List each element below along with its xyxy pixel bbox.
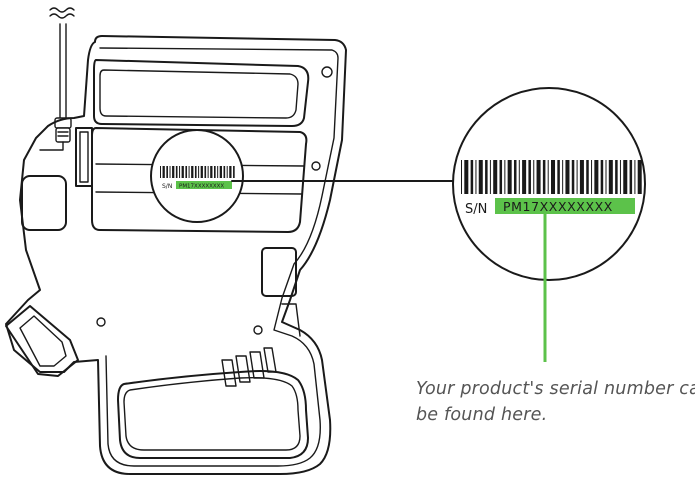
barcode-bar bbox=[191, 166, 194, 178]
barcode-bar bbox=[226, 166, 228, 178]
barcode-bar bbox=[160, 166, 161, 178]
barcode-bar bbox=[579, 160, 584, 194]
caption: Your product's serial number can be foun… bbox=[416, 376, 695, 428]
barcode-bar bbox=[504, 160, 506, 194]
barcode-bar bbox=[629, 160, 633, 194]
barcode-bar bbox=[623, 160, 628, 194]
barcode-bar bbox=[210, 166, 213, 178]
barcode-bar bbox=[536, 160, 541, 194]
barcode-bar bbox=[608, 160, 613, 194]
small-serial-number: PM17XXXXXXXX bbox=[179, 184, 224, 190]
barcode-bar bbox=[461, 160, 462, 194]
serial-highlight bbox=[495, 198, 635, 214]
large-serial-label: S/N PM17XXXXXXXX bbox=[452, 87, 646, 281]
barcode-bar bbox=[179, 166, 181, 178]
barcode-bar bbox=[533, 160, 535, 194]
barcode-bar bbox=[223, 166, 226, 178]
barcode-bar bbox=[233, 166, 235, 178]
caption-line-1: Your product's serial number can bbox=[416, 379, 695, 399]
barcode-bar bbox=[565, 160, 570, 194]
barcode-bar bbox=[489, 160, 491, 194]
barcode-bar bbox=[571, 160, 575, 194]
sn-label: S/N bbox=[465, 202, 487, 217]
barcode-bar bbox=[219, 166, 222, 178]
barcode-bar bbox=[217, 166, 219, 178]
barcode-bar bbox=[518, 160, 520, 194]
barcode-bar bbox=[478, 160, 483, 194]
barcode-bar bbox=[207, 166, 209, 178]
barcode-bar bbox=[464, 160, 469, 194]
large-barcode bbox=[461, 160, 642, 194]
barcode-bar bbox=[634, 160, 636, 194]
barcode-bar bbox=[198, 166, 200, 178]
small-sn-label: S/N bbox=[162, 183, 172, 190]
barcode-bar bbox=[619, 160, 621, 194]
barcode-bar bbox=[507, 160, 512, 194]
barcode-bar bbox=[605, 160, 607, 194]
barcode-bar bbox=[166, 166, 168, 178]
barcode-bar bbox=[557, 160, 560, 194]
barcode-bar bbox=[229, 166, 232, 178]
barcode-bar bbox=[499, 160, 503, 194]
barcode-bar bbox=[493, 160, 498, 194]
barcode-bar bbox=[513, 160, 517, 194]
barcode-bar bbox=[200, 166, 203, 178]
caption-line-2: be found here. bbox=[416, 405, 548, 425]
barcode-bar bbox=[637, 160, 642, 194]
serial-number: PM17XXXXXXXX bbox=[503, 199, 613, 214]
barcode-bar bbox=[475, 160, 477, 194]
small-serial-label: S/N PM17XXXXXXXX bbox=[150, 129, 244, 223]
barcode-bar bbox=[594, 160, 599, 194]
barcode-bar bbox=[188, 166, 190, 178]
barcode-bar bbox=[162, 166, 165, 178]
barcode-bar bbox=[600, 160, 604, 194]
grill-slots bbox=[221, 347, 277, 387]
barcode-bar bbox=[169, 166, 171, 178]
barcode-bar bbox=[586, 160, 589, 194]
barcode-bar bbox=[591, 160, 593, 194]
barcode-bar bbox=[528, 160, 531, 194]
barcode-bar bbox=[522, 160, 527, 194]
barcode-bar bbox=[551, 160, 556, 194]
barcode-bar bbox=[615, 160, 618, 194]
barcode-bar bbox=[547, 160, 549, 194]
barcode-bar bbox=[542, 160, 546, 194]
barcode-bar bbox=[194, 166, 197, 178]
barcode-bar bbox=[181, 166, 184, 178]
device-body bbox=[5, 35, 347, 475]
barcode-bar bbox=[470, 160, 474, 194]
small-serial-highlight bbox=[176, 181, 232, 189]
barcode-bar bbox=[185, 166, 188, 178]
barcode-bar bbox=[485, 160, 488, 194]
small-barcode bbox=[160, 166, 235, 178]
barcode-bar bbox=[172, 166, 175, 178]
barcode-bar bbox=[175, 166, 178, 178]
barcode-bar bbox=[576, 160, 578, 194]
barcode-bar bbox=[214, 166, 216, 178]
barcode-bar bbox=[562, 160, 564, 194]
barcode-bar bbox=[204, 166, 207, 178]
